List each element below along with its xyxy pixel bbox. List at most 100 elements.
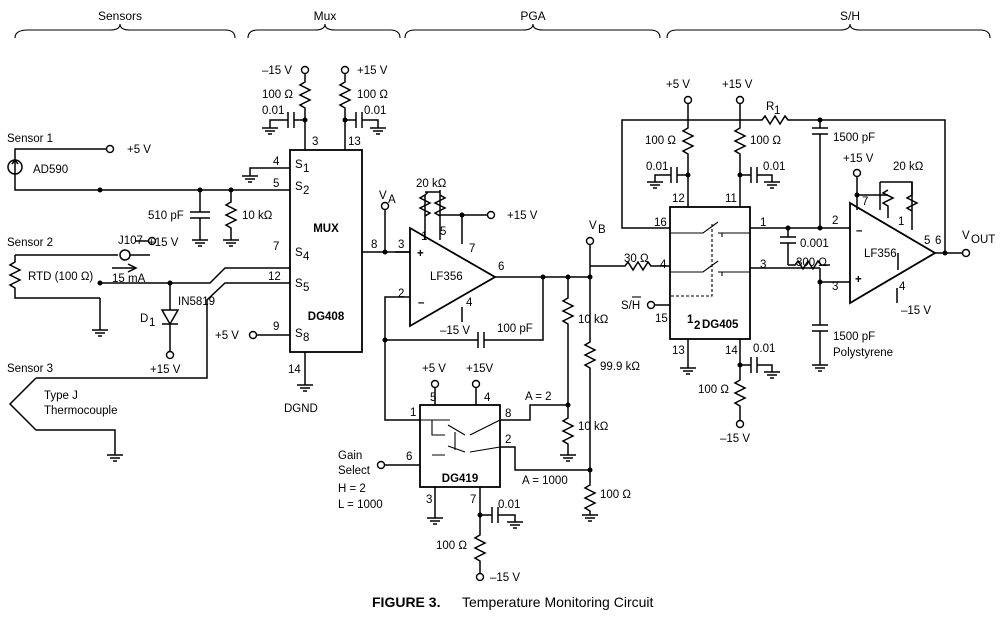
op-pin1: 1 <box>898 216 904 228</box>
pga-pin7: 7 <box>469 243 475 255</box>
sensor1-group: Sensor 1 +5 V AD590 510 pF 10 kΩ <box>7 133 290 247</box>
diode-15v-label: +15 V <box>150 364 181 376</box>
svg-text:+: + <box>855 274 862 286</box>
mux-pin7: 7 <box>273 241 279 253</box>
mux-pin9: 9 <box>273 321 279 333</box>
section-sh-label: S/H <box>840 9 860 23</box>
dg405-pin12: 12 <box>672 193 685 205</box>
mux-s5-label: S <box>295 278 303 290</box>
mux-group: MUX DG408 S 1 S 2 S 4 S 5 S 8 4 5 7 12 9… <box>215 65 410 415</box>
sh-r1-label: R <box>766 101 774 113</box>
section-headers: Sensors Mux PGA S/H <box>14 9 991 39</box>
sh-control-terminal <box>646 300 656 310</box>
dg405-half2: 2 <box>694 320 700 332</box>
dg405-pin3: 3 <box>760 259 766 271</box>
gain-h2-label: H = 2 <box>338 483 366 495</box>
pga-plus15v-label: +15 V <box>507 210 538 222</box>
pga-plus15v-terminal <box>486 210 496 220</box>
mux-5v-terminal <box>248 330 258 340</box>
dg405-minus15v-terminal <box>735 419 745 429</box>
gain-select-label2: Select <box>338 465 371 477</box>
pga-opamp-lf356 <box>409 226 497 328</box>
svg-text:–: – <box>856 225 863 237</box>
op-minus15v-label: –15 V <box>901 305 931 317</box>
sensor3-label: Sensor 3 <box>7 363 53 375</box>
mux-name: MUX <box>313 223 339 235</box>
op-15v-terminal <box>852 168 862 178</box>
mux-s1-label: S <box>295 159 303 171</box>
dg405-5v-label: +5 V <box>666 79 690 91</box>
sh-polystyrene-label: Polystyrene <box>833 347 893 359</box>
mux-r100a-label: 100 Ω <box>262 89 293 101</box>
dg405-c001b-label: 0.01 <box>763 161 785 173</box>
dg405-15v-terminal <box>735 95 745 105</box>
sh-r30-label: 30 Ω <box>624 253 649 265</box>
figure-caption: FIGURE 3. Temperature Monitoring Circuit <box>372 594 654 610</box>
j107-15v-label: +15 V <box>148 237 179 249</box>
pga-pin2: 2 <box>398 288 404 300</box>
dg419-pin3: 3 <box>426 494 432 506</box>
va-label: V <box>379 190 387 202</box>
mux-part: DG408 <box>308 311 345 323</box>
mux-plus15v-label: +15 V <box>357 65 388 77</box>
section-pga-label: PGA <box>520 9 545 23</box>
pga-r20k-label: 20 kΩ <box>416 178 447 190</box>
dg405-r100c-label: 100 Ω <box>698 384 729 396</box>
op-15v-label: +15 V <box>843 153 874 165</box>
sh-c0001-label: 0.001 <box>800 238 829 250</box>
svg-text:+: + <box>417 248 424 260</box>
mux-s4-label: S <box>295 247 303 259</box>
sh-control-label: S/H <box>621 300 640 312</box>
typej-label: Type J <box>44 390 78 402</box>
sh-c1500-label: 1500 pF <box>833 132 875 144</box>
dg419-5v-label: +5 V <box>422 363 446 375</box>
dg405-pin15: 15 <box>655 313 668 325</box>
sensor1-5v-label: +5 V <box>127 144 151 156</box>
mux-s8-sub: 8 <box>303 332 309 344</box>
mux-pin12: 12 <box>268 271 281 283</box>
pga-pin3: 3 <box>398 239 404 251</box>
mux-s2-sub: 2 <box>303 185 309 197</box>
pga-minus15v-label: –15 V <box>440 325 470 337</box>
output-opamp-label: LF356 <box>864 248 897 260</box>
vb-node <box>585 236 595 246</box>
dg405-r100a-label: 100 Ω <box>645 135 676 147</box>
brace-mux <box>247 23 401 39</box>
dg405-pin14: 14 <box>725 345 738 357</box>
dg405-c001c-label: 0.01 <box>753 343 775 355</box>
dg419-pin4: 4 <box>484 392 491 404</box>
pga-pin4: 4 <box>466 297 473 309</box>
output-opamp-lf356 <box>849 201 937 305</box>
j107-label: J107 <box>118 235 143 247</box>
va-node <box>380 201 390 211</box>
op-r20k-label: 20 kΩ <box>893 161 924 173</box>
j107-15v-terminal <box>147 236 157 246</box>
vout-sub: OUT <box>971 234 995 246</box>
mux-c001a-label: 0.01 <box>262 105 284 117</box>
mux-5v-label: +5 V <box>215 330 239 342</box>
vout-label: V <box>962 230 970 242</box>
dg419-5v-terminal <box>430 379 440 389</box>
svg-text:–: – <box>418 297 425 309</box>
gain-a2-label: A = 2 <box>525 391 552 403</box>
dg419-15v-label: +15V <box>466 363 494 375</box>
dg419-pin8: 8 <box>505 408 511 420</box>
dg405-pin1: 1 <box>760 217 766 229</box>
diode-part-label: IN5819 <box>178 296 215 308</box>
mux-minus15v-label: –15 V <box>262 65 292 77</box>
pga-r999k-label: 99.9 kΩ <box>600 361 640 373</box>
mux-pin4: 4 <box>273 156 280 168</box>
dg405-5v-terminal <box>683 95 693 105</box>
mux-pin8: 8 <box>371 239 377 251</box>
mux-minus15v-terminal <box>300 65 310 75</box>
dg405-15v-label: +15 V <box>722 79 753 91</box>
brace-sensors <box>14 23 236 39</box>
dg419-r100-label: 100 Ω <box>436 540 467 552</box>
mux-pin5: 5 <box>273 178 279 190</box>
dg419-label: DG419 <box>442 473 478 485</box>
gain-a1000-label: A = 1000 <box>522 475 568 487</box>
mux-s8-label: S <box>295 328 303 340</box>
sh-c1500b-label: 1500 pF <box>833 331 875 343</box>
dg405-pin11: 11 <box>725 193 737 205</box>
sensor1-label: Sensor 1 <box>7 133 53 145</box>
